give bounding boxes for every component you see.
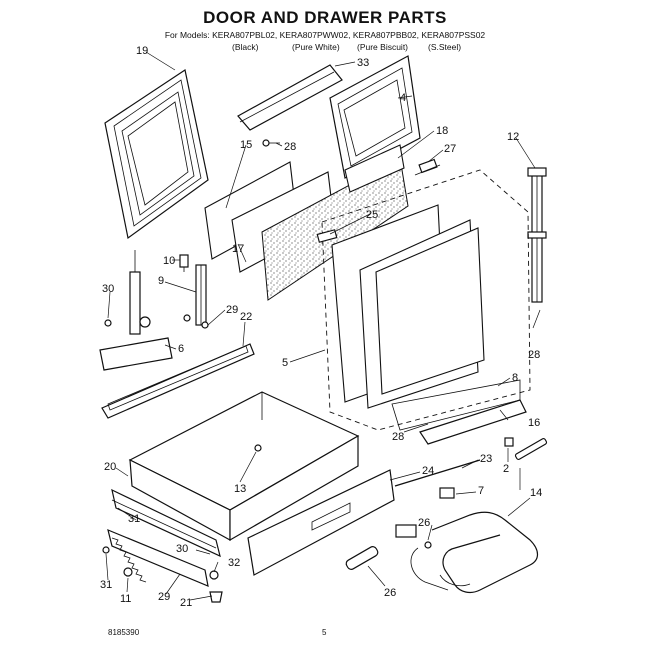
callout-32: 32 <box>228 557 240 569</box>
callout-29b: 29 <box>158 591 170 603</box>
models-line: For Models: KERA807PBL02, KERA807PWW02, … <box>164 30 486 40</box>
callout-31b: 31 <box>100 579 112 591</box>
part-door-assembly-outline <box>321 169 531 431</box>
variant-pure-white: (Pure White) <box>292 42 340 52</box>
part-element-bracket <box>395 487 455 549</box>
part-handle-block-6 <box>99 337 173 371</box>
part-hinge-9 <box>195 264 207 326</box>
callout-8: 8 <box>512 372 518 384</box>
callout-18: 18 <box>436 125 448 137</box>
part-hinge-bracket-27 <box>414 158 441 176</box>
part-outer-door-frame <box>104 69 209 240</box>
callout-31: 31 <box>128 513 140 525</box>
callout-28c: 28 <box>392 431 404 443</box>
part-screw-29a <box>183 314 209 329</box>
callout-11: 11 <box>120 593 131 605</box>
part-clip-2 <box>504 437 514 447</box>
callout-29: 29 <box>226 304 238 316</box>
part-door-bottom-trim <box>419 399 527 445</box>
variant-stainless-steel: (S.Steel) <box>428 42 462 52</box>
part-door-hinge-left <box>129 250 151 335</box>
callout-4: 4 <box>400 92 406 104</box>
part-inner-glass-frame <box>344 144 405 193</box>
callout-2: 2 <box>503 463 509 475</box>
part-drawer-rod-23 <box>394 459 481 487</box>
callout-25: 25 <box>366 209 378 221</box>
callout-5: 5 <box>282 357 288 369</box>
callout-30: 30 <box>102 283 114 295</box>
callout-13: 13 <box>234 483 246 495</box>
callout-19: 19 <box>136 45 148 57</box>
callout-27: 27 <box>444 143 456 155</box>
callout-16: 16 <box>528 417 540 429</box>
callout-26: 26 <box>418 517 430 529</box>
callout-6: 6 <box>178 343 184 355</box>
callout-labels: 19 33 4 15 28 18 27 12 17 25 10 9 30 29 … <box>100 45 542 609</box>
callout-28: 28 <box>284 141 296 153</box>
part-screw-30a <box>104 319 112 327</box>
callout-22: 22 <box>240 311 252 323</box>
part-drawer-handle-26 <box>345 546 379 570</box>
part-door-top-trim <box>237 64 343 131</box>
callout-15: 15 <box>240 139 252 151</box>
variant-pure-biscuit: (Pure Biscuit) <box>357 42 409 52</box>
callout-33: 33 <box>357 57 369 69</box>
variant-black: (Black) <box>232 42 259 52</box>
part-drawer-screws <box>102 546 223 603</box>
part-drawer-rail-left <box>111 488 221 558</box>
part-storage-drawer-13 <box>128 391 360 542</box>
callout-10: 10 <box>163 255 175 267</box>
callout-14: 14 <box>530 487 542 499</box>
leader-lines <box>105 51 541 601</box>
callout-20: 20 <box>104 461 116 473</box>
callout-30b: 30 <box>176 543 188 555</box>
part-bake-element-14 <box>410 511 539 594</box>
part-door-hinge-12 <box>527 167 547 303</box>
callout-28b: 28 <box>528 349 540 361</box>
part-strip-8 <box>514 438 548 460</box>
callout-24: 24 <box>422 465 434 477</box>
part-hinge-arm-10 <box>179 254 189 272</box>
part-door-bottom-channel <box>101 343 255 419</box>
callout-23: 23 <box>480 453 492 465</box>
callout-21: 21 <box>180 597 192 609</box>
document-number: 8185390 <box>108 628 140 637</box>
callout-9: 9 <box>158 275 164 287</box>
page-title: DOOR AND DRAWER PARTS <box>203 8 447 27</box>
part-drawer-front-panel <box>247 469 395 576</box>
callout-7: 7 <box>478 485 484 497</box>
callout-12: 12 <box>507 131 519 143</box>
part-drawer-glide-29 <box>107 528 209 587</box>
page-number: 5 <box>322 628 327 637</box>
callout-26b: 26 <box>384 587 396 599</box>
callout-17: 17 <box>232 243 244 255</box>
part-screw-28a <box>262 139 280 147</box>
